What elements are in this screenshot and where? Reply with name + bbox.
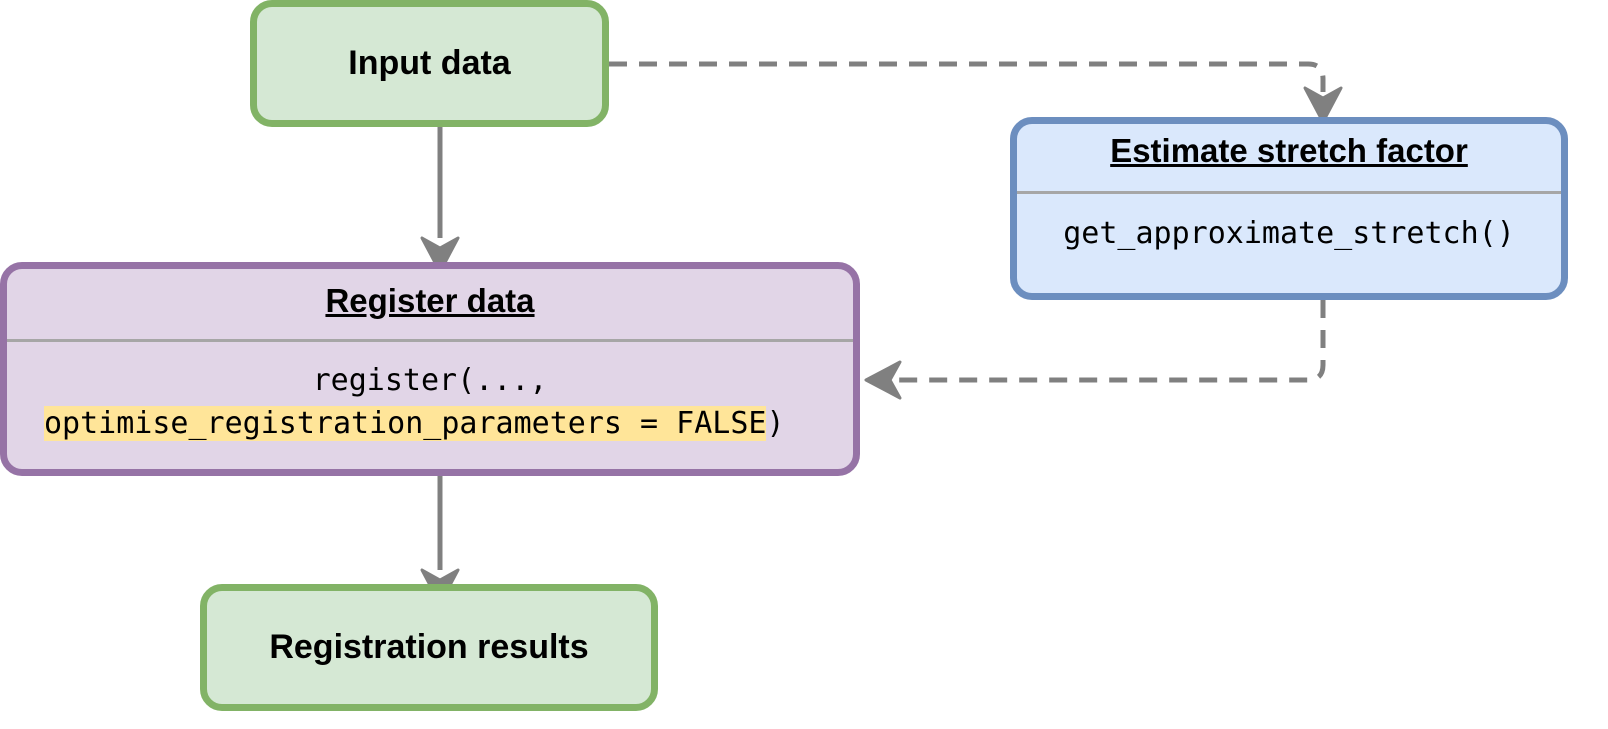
edge-estimate-to-register [864,300,1326,400]
register-node-divider [7,339,853,342]
estimate-node-divider [1017,191,1561,194]
estimate-stretch-factor-title: Estimate stretch factor [1110,132,1468,169]
edge-input-to-estimate [609,61,1343,124]
input-data-node: Input data [250,0,609,127]
estimate-stretch-factor-node: Estimate stretch factor get_approximate_… [1010,117,1568,300]
registration-results-label: Registration results [269,628,589,666]
registration-results-node: Registration results [200,584,658,711]
edge-input-to-register [420,127,460,274]
input-data-label: Input data [348,44,511,82]
register-data-title: Register data [325,282,535,319]
register-code-line-2: optimise_registration_parameters = FALSE… [44,406,785,441]
closing-paren: ) [766,406,785,441]
register-data-node: Register data register(..., optimise_reg… [0,262,860,476]
highlighted-parameter: optimise_registration_parameters = FALSE [44,406,767,441]
register-code-line-1: register(..., [312,363,548,398]
estimate-node-code: get_approximate_stretch() [1063,216,1515,251]
